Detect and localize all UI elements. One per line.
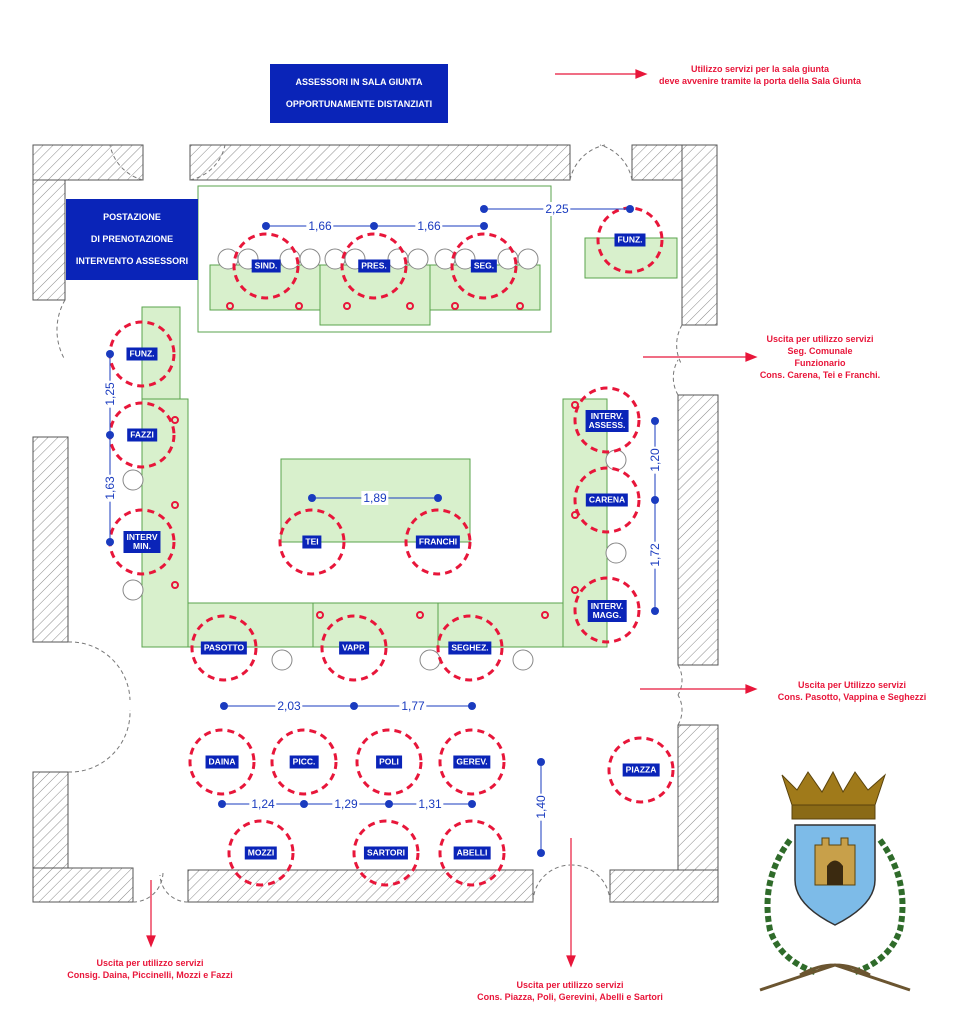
seat-funz-left: FUNZ. [126, 347, 158, 361]
title-line-1: ASSESSORI IN SALA GIUNTA [295, 77, 423, 87]
note-uscita-right-top: Uscita per utilizzo servizi Seg. Comunal… [740, 333, 900, 381]
seat-funz-top: FUNZ. [614, 233, 646, 247]
dim-funz-fazzi: 1,25 [103, 380, 117, 408]
seat-carena: CARENA [585, 493, 629, 507]
seat-mozzi: MOZZI [244, 846, 278, 860]
seat-seghez: SEGHEZ. [448, 641, 492, 655]
seat-abelli: ABELLI [453, 846, 491, 860]
microphone-marks [171, 302, 579, 619]
seat-daina: DAINA [205, 755, 239, 769]
seat-piazza: PIAZZA [622, 763, 660, 777]
seat-gerev: GEREV. [453, 755, 491, 769]
note-ubc-line-2: Cons. Piazza, Poli, Gerevini, Abelli e S… [477, 992, 663, 1002]
postazione-label: POSTAZIONE DI PRENOTAZIONE INTERVENTO AS… [66, 199, 198, 280]
dim-poli-gerev: 1,31 [416, 797, 444, 811]
dim-seg-funz: 2,25 [543, 202, 571, 216]
note-ubl-line-1: Uscita per utilizzo servizi [96, 958, 204, 968]
dimension-ticks [106, 205, 659, 857]
note-urt-line-3: Funzionario [794, 358, 846, 368]
seat-franchi: FRANCHI [415, 535, 461, 549]
note-giunta-line-2: deve avvenire tramite la porta della Sal… [658, 76, 862, 86]
note-urt-line-1: Uscita per utilizzo servizi [766, 334, 874, 344]
seat-poli: POLI [376, 755, 402, 769]
dim-daina-picc: 1,24 [249, 797, 277, 811]
note-uscita-bottom-left: Uscita per utilizzo servizi Consig. Dain… [40, 957, 260, 981]
seat-seg: SEG. [470, 259, 498, 273]
dim-assess-carena: 1,20 [648, 446, 662, 474]
dim-picc-poli: 1,29 [332, 797, 360, 811]
seat-pasotto: PASOTTO [200, 641, 248, 655]
dim-fazzi-interv: 1,63 [103, 474, 117, 502]
seat-tei: TEI [302, 535, 322, 549]
page-title: ASSESSORI IN SALA GIUNTA OPPORTUNAMENTE … [270, 64, 448, 123]
dim-sind-pres: 1,66 [306, 219, 334, 233]
dim-pasotto-vapp: 2,03 [275, 699, 303, 713]
note-urt-line-2: Seg. Comunale [787, 346, 853, 356]
seat-sartori: SARTORI [363, 846, 409, 860]
seat-picc: PICC. [289, 755, 319, 769]
postazione-line-1: POSTAZIONE [103, 212, 161, 222]
note-ubc-line-1: Uscita per utilizzo servizi [516, 980, 624, 990]
note-giunta-line-1: Utilizzo servizi per la sala giunta [690, 64, 830, 74]
note-urt-line-4: Cons. Carena, Tei e Franchi. [759, 370, 881, 380]
exit-arrows [146, 69, 758, 968]
title-line-2: OPPORTUNAMENTE DISTANZIATI [285, 99, 433, 109]
coat-of-arms [759, 770, 911, 992]
note-ubl-line-2: Consig. Daina, Piccinelli, Mozzi e Fazzi [67, 970, 233, 980]
postazione-line-3: INTERVENTO ASSESSORI [75, 256, 189, 266]
seat-vapp: VAPP. [339, 641, 369, 655]
door-arcs [56, 144, 683, 903]
note-urm-line-1: Uscita per Utilizzo servizi [797, 680, 907, 690]
dim-vapp-seghez: 1,77 [399, 699, 427, 713]
seat-fazzi: FAZZI [127, 428, 157, 442]
seat-sind: SIND. [251, 259, 281, 273]
dim-pres-seg: 1,66 [415, 219, 443, 233]
distancing-circles [108, 206, 675, 887]
seat-interv-magg: INTERV. MAGG. [587, 600, 627, 622]
note-uscita-bottom-center: Uscita per utilizzo servizi Cons. Piazza… [440, 979, 700, 1003]
seat-interv-min: INTERV MIN. [123, 531, 161, 553]
dim-carena-magg: 1,72 [648, 541, 662, 569]
postazione-line-2: DI PRENOTAZIONE [90, 234, 174, 244]
walls [32, 144, 719, 903]
chairs [122, 248, 627, 671]
seat-interv-assess: INTERV. ASSESS. [585, 410, 629, 432]
seat-pres: PRES. [358, 259, 390, 273]
dim-tei-franchi: 1,89 [361, 491, 389, 505]
note-uscita-right-mid: Uscita per Utilizzo servizi Cons. Pasott… [762, 679, 942, 703]
dim-abelli-vertical: 1,40 [534, 793, 548, 821]
note-urm-line-2: Cons. Pasotto, Vappina e Seghezzi [777, 692, 927, 702]
note-giunta: Utilizzo servizi per la sala giunta deve… [640, 63, 880, 87]
